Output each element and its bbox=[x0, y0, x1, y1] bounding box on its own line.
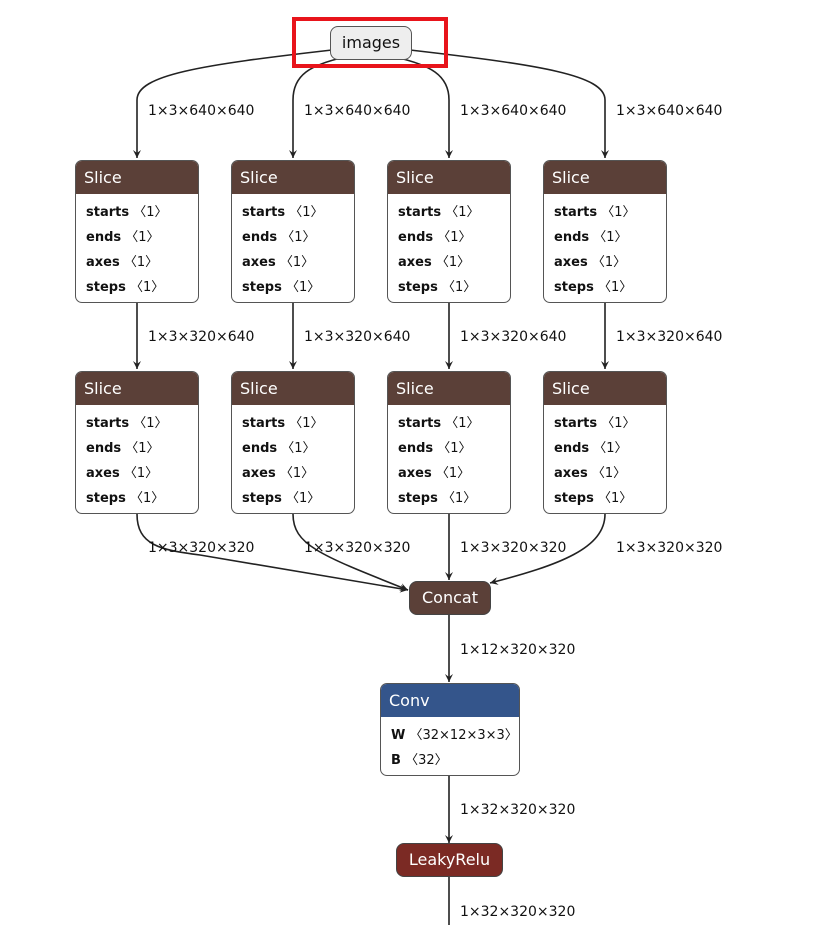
slice-attr-ends: ends 〈1〉 bbox=[86, 230, 160, 245]
input-node-images[interactable]: images bbox=[330, 26, 412, 60]
slice-node[interactable]: Slice starts 〈1〉 ends 〈1〉 axes 〈1〉 steps 〈1〉 bbox=[75, 371, 199, 514]
edge-input-slice1-d bbox=[409, 49, 609, 158]
slice-node-header: Slice bbox=[544, 161, 666, 194]
slice-attr-steps: steps 〈1〉 bbox=[242, 280, 321, 295]
slice-attr-starts: starts 〈1〉 bbox=[242, 416, 324, 431]
conv-node-title: Conv bbox=[389, 691, 430, 710]
slice-attr-starts: starts 〈1〉 bbox=[86, 205, 168, 220]
edge-label: 1×3×320×320 bbox=[460, 540, 567, 556]
edge-label: 1×32×320×320 bbox=[460, 904, 576, 920]
slice-attr-steps: steps 〈1〉 bbox=[398, 280, 477, 295]
slice-attr-axes: axes 〈1〉 bbox=[242, 466, 315, 481]
concat-node[interactable]: Concat bbox=[409, 581, 491, 615]
slice-attr-ends: ends 〈1〉 bbox=[554, 230, 628, 245]
slice-attr-steps: steps 〈1〉 bbox=[86, 280, 165, 295]
slice-node-title: Slice bbox=[552, 379, 590, 398]
concat-node-label: Concat bbox=[422, 588, 478, 607]
slice-attr-ends: ends 〈1〉 bbox=[398, 441, 472, 456]
edge-label: 1×32×320×320 bbox=[460, 802, 576, 818]
edge-label: 1×3×640×640 bbox=[148, 103, 255, 119]
conv-attr-b: B 〈32〉 bbox=[391, 753, 448, 768]
slice-node-title: Slice bbox=[396, 379, 434, 398]
slice-attr-starts: starts 〈1〉 bbox=[554, 416, 636, 431]
slice-attr-ends: ends 〈1〉 bbox=[242, 441, 316, 456]
edge-label: 1×3×640×640 bbox=[616, 103, 723, 119]
edge-label: 1×3×320×320 bbox=[148, 540, 255, 556]
edge-slice2-concat-d bbox=[489, 513, 606, 585]
slice-attr-starts: starts 〈1〉 bbox=[398, 205, 480, 220]
conv-node[interactable]: Conv W 〈32×12×3×3〉 B 〈32〉 bbox=[380, 683, 520, 776]
slice-node-header: Slice bbox=[388, 161, 510, 194]
slice-node[interactable]: Slice starts 〈1〉 ends 〈1〉 axes 〈1〉 steps 〈1〉 bbox=[543, 371, 667, 514]
slice-node-header: Slice bbox=[76, 161, 198, 194]
selection-highlight bbox=[292, 17, 448, 68]
slice-attr-axes: axes 〈1〉 bbox=[86, 466, 159, 481]
edge-label: 1×12×320×320 bbox=[460, 642, 576, 658]
slice-node-title: Slice bbox=[84, 379, 122, 398]
slice-attr-steps: steps 〈1〉 bbox=[242, 491, 321, 506]
slice-node-title: Slice bbox=[240, 168, 278, 187]
slice-node-header: Slice bbox=[388, 372, 510, 405]
slice-node[interactable]: Slice starts 〈1〉 ends 〈1〉 axes 〈1〉 steps 〈1〉 bbox=[75, 160, 199, 303]
edge-label: 1×3×320×640 bbox=[460, 329, 567, 345]
edge-slice2-concat-b bbox=[292, 513, 409, 591]
conv-attr-w: W 〈32×12×3×3〉 bbox=[391, 728, 518, 743]
slice-attr-steps: steps 〈1〉 bbox=[398, 491, 477, 506]
edge-label: 1×3×320×640 bbox=[148, 329, 255, 345]
slice-node[interactable]: Slice starts 〈1〉 ends 〈1〉 axes 〈1〉 steps 〈1〉 bbox=[231, 160, 355, 303]
leakyrelu-node-label: LeakyRelu bbox=[408, 850, 491, 869]
slice-node-title: Slice bbox=[240, 379, 278, 398]
slice-node[interactable]: Slice starts 〈1〉 ends 〈1〉 axes 〈1〉 steps 〈1〉 bbox=[387, 371, 511, 514]
slice-attr-ends: ends 〈1〉 bbox=[398, 230, 472, 245]
slice-node[interactable]: Slice starts 〈1〉 ends 〈1〉 axes 〈1〉 steps 〈1〉 bbox=[387, 160, 511, 303]
input-node-label: images bbox=[341, 33, 401, 52]
edge-label: 1×3×320×640 bbox=[616, 329, 723, 345]
edge-label: 1×3×320×640 bbox=[304, 329, 411, 345]
edge-label: 1×3×640×640 bbox=[304, 103, 411, 119]
slice-node-header: Slice bbox=[232, 372, 354, 405]
slice-attr-axes: axes 〈1〉 bbox=[554, 466, 627, 481]
slice-attr-ends: ends 〈1〉 bbox=[554, 441, 628, 456]
slice-node-title: Slice bbox=[396, 168, 434, 187]
slice-attr-ends: ends 〈1〉 bbox=[242, 230, 316, 245]
slice-node[interactable]: Slice starts 〈1〉 ends 〈1〉 axes 〈1〉 steps 〈1〉 bbox=[231, 371, 355, 514]
edge-slice2-concat-a bbox=[136, 513, 409, 593]
edge-input-slice1-a bbox=[133, 49, 333, 158]
slice-attr-axes: axes 〈1〉 bbox=[86, 255, 159, 270]
slice-attr-axes: axes 〈1〉 bbox=[398, 255, 471, 270]
slice-attr-axes: axes 〈1〉 bbox=[242, 255, 315, 270]
edge-input-slice1-c bbox=[394, 56, 453, 158]
slice-node-header: Slice bbox=[76, 372, 198, 405]
slice-attr-ends: ends 〈1〉 bbox=[86, 441, 160, 456]
slice-attr-steps: steps 〈1〉 bbox=[86, 491, 165, 506]
slice-attr-steps: steps 〈1〉 bbox=[554, 280, 633, 295]
slice-node-title: Slice bbox=[552, 168, 590, 187]
slice-node[interactable]: Slice starts 〈1〉 ends 〈1〉 axes 〈1〉 steps 〈1〉 bbox=[543, 160, 667, 303]
leakyrelu-node[interactable]: LeakyRelu bbox=[396, 843, 503, 877]
slice-attr-axes: axes 〈1〉 bbox=[398, 466, 471, 481]
slice-attr-starts: starts 〈1〉 bbox=[554, 205, 636, 220]
slice-attr-axes: axes 〈1〉 bbox=[554, 255, 627, 270]
edge-input-slice1-b bbox=[289, 56, 346, 158]
slice-attr-starts: starts 〈1〉 bbox=[242, 205, 324, 220]
slice-node-header: Slice bbox=[544, 372, 666, 405]
edge-label: 1×3×320×320 bbox=[304, 540, 411, 556]
edge-label: 1×3×640×640 bbox=[460, 103, 567, 119]
edge-label: 1×3×320×320 bbox=[616, 540, 723, 556]
slice-node-header: Slice bbox=[232, 161, 354, 194]
conv-node-header: Conv bbox=[381, 684, 519, 717]
slice-attr-starts: starts 〈1〉 bbox=[398, 416, 480, 431]
slice-attr-starts: starts 〈1〉 bbox=[86, 416, 168, 431]
slice-node-title: Slice bbox=[84, 168, 122, 187]
slice-attr-steps: steps 〈1〉 bbox=[554, 491, 633, 506]
